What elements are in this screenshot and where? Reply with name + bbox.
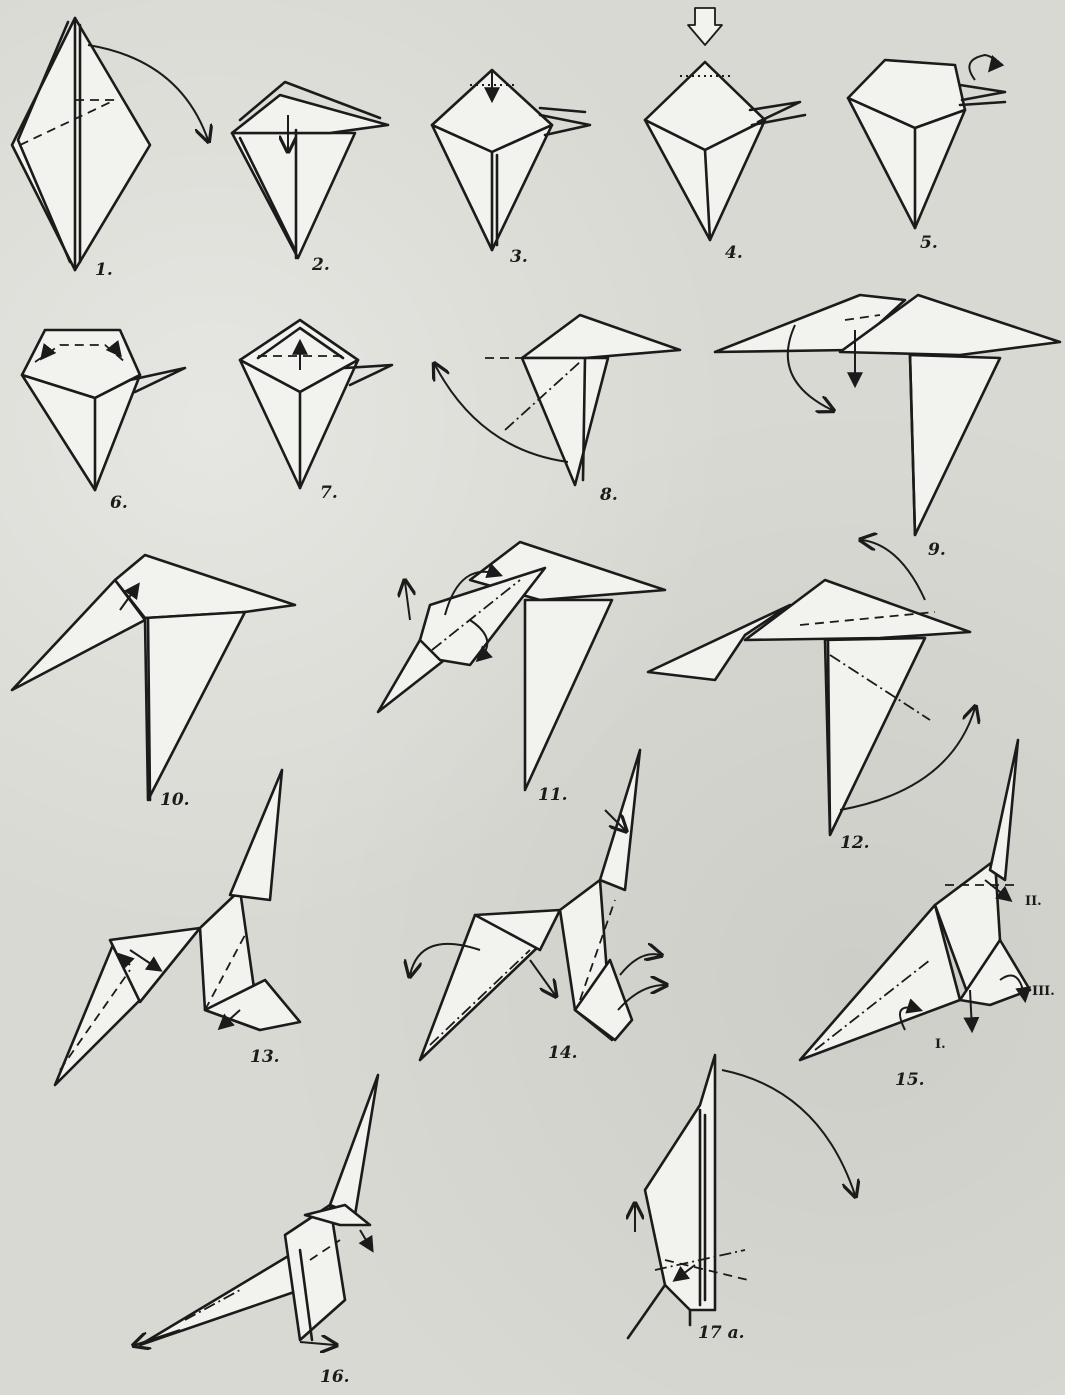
fold-mark-i: I. (935, 1037, 946, 1052)
step-label: 16. (320, 1367, 350, 1387)
step-2-diagram: 2. (232, 82, 388, 275)
step-16-diagram: 16. (135, 1075, 378, 1387)
step-3-diagram: 3. (432, 70, 590, 267)
step-1-diagram: 1. (12, 18, 208, 280)
step-label: 3. (510, 247, 528, 267)
step-9-diagram: 9. (715, 295, 1060, 600)
step-6-diagram: 6. (22, 330, 185, 513)
step-label: 17 a. (698, 1323, 745, 1343)
step-label: 6. (110, 493, 128, 513)
step-label: 8. (599, 485, 618, 505)
step-label: 5. (920, 233, 938, 253)
step-10-diagram: 10. (12, 555, 295, 810)
step-label: 4. (725, 243, 743, 263)
step-11-diagram: 11. (378, 542, 665, 805)
step-12-diagram: 12. (648, 580, 975, 853)
step-4-diagram: 4. (645, 8, 805, 263)
fold-mark-ii: II. (1025, 894, 1042, 909)
step-label: 11. (538, 785, 568, 805)
step-label: 1. (95, 260, 113, 280)
fold-mark-iii: III. (1032, 984, 1055, 999)
step-5-diagram: 5. (848, 55, 1005, 253)
step-7-diagram: 7. (240, 320, 392, 503)
step-17a-diagram: 17 a. (628, 1055, 855, 1343)
step-label: 2. (311, 255, 330, 275)
step-label: 7. (320, 483, 338, 503)
step-label: 10. (160, 790, 190, 810)
step-13-diagram: 13. (55, 770, 300, 1085)
step-label: 14. (548, 1043, 578, 1063)
step-label: 15. (895, 1070, 925, 1090)
step-8-diagram: 8. (435, 315, 680, 505)
step-label: 12. (840, 833, 870, 853)
step-label: 9. (928, 540, 946, 560)
step-label: 13. (250, 1047, 280, 1067)
